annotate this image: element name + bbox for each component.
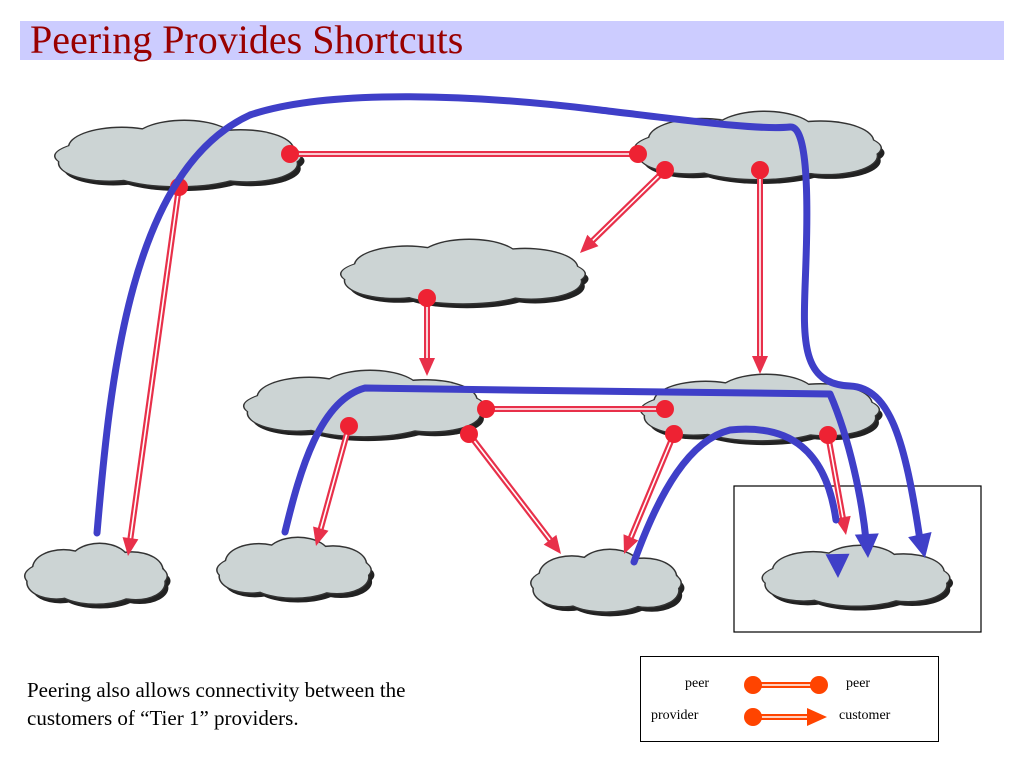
link-regl-cust2-arrowhead: [313, 526, 329, 546]
link-regl-cust3: [466, 432, 561, 554]
note-text: Peering also allows connectivity between…: [27, 678, 406, 730]
path-regional-left-arrowhead: [854, 533, 879, 558]
title-bar: [20, 21, 1004, 60]
path-tier1-shortcut: [93, 93, 932, 558]
link-regr-cust3: [623, 432, 677, 554]
legend-peer-right-label: peer: [846, 676, 871, 691]
node-regl-a: [477, 400, 495, 418]
legend-provider-label: provider: [651, 708, 699, 723]
link-tier1right-regr: [752, 170, 768, 374]
link-tier1right-mid-arrowhead: [580, 234, 599, 253]
legend-peer-node-right: [810, 676, 828, 694]
link-mid-regl-arrowhead: [419, 358, 435, 376]
link-tier1right-mid: [580, 167, 668, 253]
link-regl-cust2: [313, 425, 352, 546]
node-regl-b: [340, 417, 358, 435]
link-tier1right-regr-arrowhead: [752, 356, 768, 374]
page-title: Peering Provides Shortcuts: [30, 17, 464, 62]
legend-peer-node-left: [744, 676, 762, 694]
cloud-regional-left: [242, 369, 488, 442]
link-regr-cust3-arrowhead: [623, 534, 639, 554]
cloud-mid-provider: [339, 238, 589, 309]
cloud-customer-4: [761, 544, 954, 611]
node-tier1-right-a: [629, 145, 647, 163]
cloud-customer-2: [216, 536, 375, 603]
path-regional-right-arrowhead: [825, 553, 850, 578]
path-layer: [93, 93, 932, 578]
cloud-customer-1: [23, 542, 171, 609]
node-tier1-right-b: [656, 161, 674, 179]
node-regr-a: [656, 400, 674, 418]
legend: peer peer provider customer: [640, 656, 939, 742]
link-tier1left-cust1: [122, 186, 182, 556]
legend-customer-label: customer: [839, 708, 891, 723]
legend-provider-node: [744, 708, 762, 726]
node-regl-c: [460, 425, 478, 443]
path-tier1-shortcut-arrowhead: [908, 531, 932, 558]
legend-customer-arrowhead: [807, 708, 827, 726]
node-regr-b: [665, 425, 683, 443]
link-tier1left-cust1-arrowhead: [122, 537, 139, 556]
node-tier1-left-a: [281, 145, 299, 163]
relationship-layer: [122, 151, 851, 556]
link-mid-regl: [419, 298, 435, 376]
path-regional-right: [630, 425, 850, 578]
link-regl-cust3-arrowhead: [543, 534, 561, 554]
node-tier1-right-c: [751, 161, 769, 179]
legend-peer-left-label: peer: [685, 676, 710, 691]
node-regr-c: [819, 426, 837, 444]
path-regional-left: [281, 384, 879, 558]
legend-graphics: [744, 676, 828, 726]
node-mid: [418, 289, 436, 307]
cloud-customer-3: [530, 548, 685, 617]
node-layer: [170, 145, 837, 444]
